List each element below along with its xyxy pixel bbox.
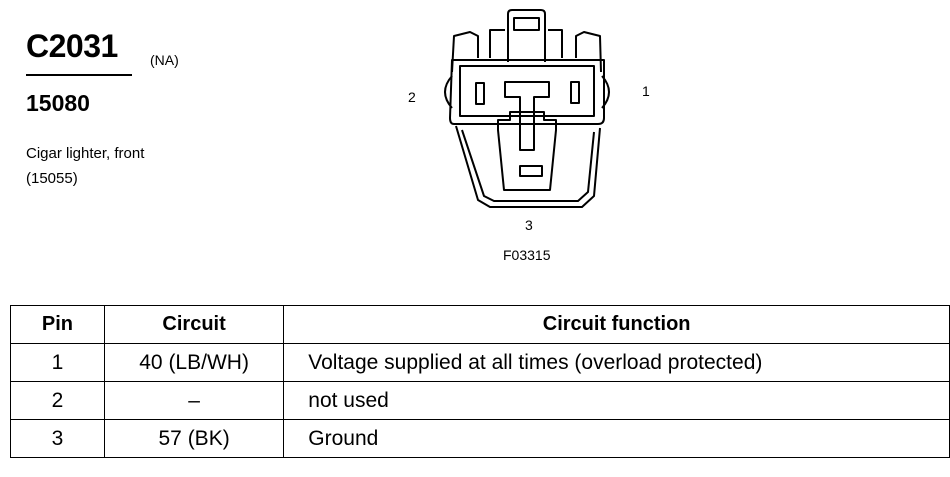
table-row: 1 40 (LB/WH) Voltage supplied at all tim… xyxy=(10,343,950,382)
cell-circuit: 57 (BK) xyxy=(103,419,285,458)
figure-id: F03315 xyxy=(503,247,551,263)
pin-label-3: 3 xyxy=(525,217,533,233)
component-description: Cigar lighter, front xyxy=(26,145,145,162)
header-circuit-function: Circuit function xyxy=(283,305,950,344)
cell-pin: 2 xyxy=(10,381,105,420)
table-row: 3 57 (BK) Ground xyxy=(10,419,950,458)
cell-pin: 3 xyxy=(10,419,105,458)
terminal-pin-3 xyxy=(519,165,543,177)
header-circuit: Circuit xyxy=(103,305,285,344)
cell-function: not used xyxy=(283,381,950,420)
pin-table: Pin Circuit Circuit function 1 40 (LB/WH… xyxy=(10,305,950,458)
terminal-pin-2 xyxy=(475,82,485,105)
connector-id-underline xyxy=(26,74,132,76)
latch-window xyxy=(513,17,540,31)
header-pin: Pin xyxy=(10,305,105,344)
cell-circuit: 40 (LB/WH) xyxy=(103,343,285,382)
connector-body xyxy=(449,59,605,125)
component-part-number: (15055) xyxy=(26,170,78,187)
connector-keyway xyxy=(497,111,557,191)
pin-label-2: 2 xyxy=(408,89,416,105)
cell-function: Ground xyxy=(283,419,950,458)
connector-shroud xyxy=(455,125,601,208)
table-header-row: Pin Circuit Circuit function xyxy=(10,305,950,344)
variant-label: (NA) xyxy=(150,52,179,68)
pin-label-1: 1 xyxy=(642,83,650,99)
connector-guide-right xyxy=(575,31,602,73)
connector-guide-left xyxy=(451,31,479,73)
table-row: 2 – not used xyxy=(10,381,950,420)
cell-pin: 1 xyxy=(10,343,105,382)
terminal-t xyxy=(504,81,550,151)
connector-face-diagram: 2 1 3 F03315 xyxy=(408,9,650,263)
connector-latch xyxy=(507,9,546,62)
terminal-pin-1 xyxy=(570,81,580,104)
cell-circuit: – xyxy=(103,381,285,420)
cell-function: Voltage supplied at all times (overload … xyxy=(283,343,950,382)
connector-id: C2031 xyxy=(26,28,118,64)
connector-guide-inner xyxy=(489,29,505,58)
part-number: 15080 xyxy=(26,90,90,116)
